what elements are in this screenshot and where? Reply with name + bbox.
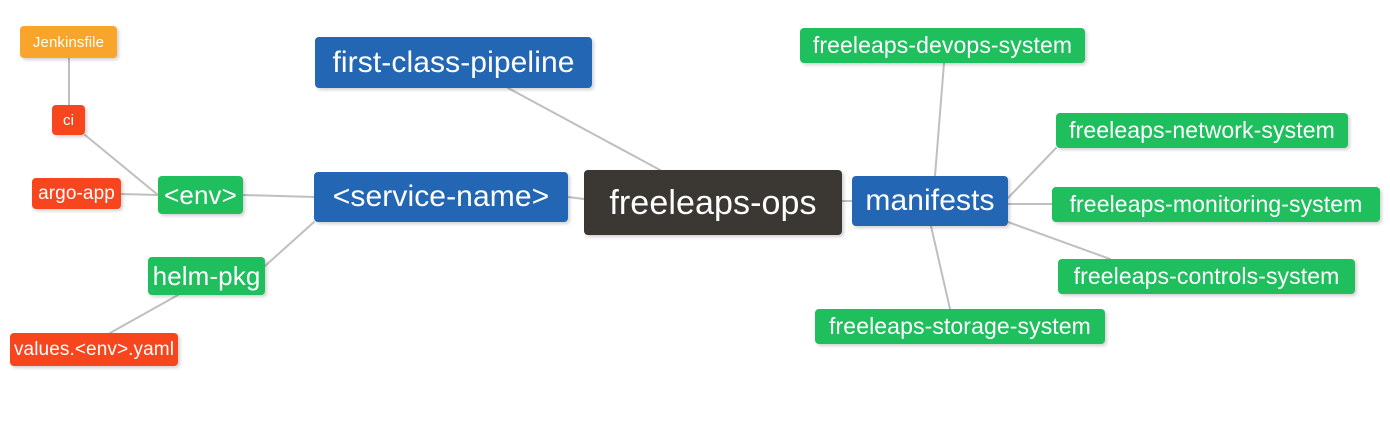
node-label-jenkinsfile: Jenkinsfile bbox=[32, 33, 105, 51]
node-label-argo-app: argo-app bbox=[38, 183, 115, 204]
node-label-env: <env> bbox=[164, 180, 237, 210]
node-label-ci: ci bbox=[62, 111, 75, 129]
edge-manifests-to-freeleaps-controls-system bbox=[1007, 221, 1111, 260]
node-label-freeleaps-network-system: freeleaps-network-system bbox=[1069, 117, 1335, 143]
edge-service-name-to-freeleaps-ops bbox=[567, 196, 585, 200]
node-label-freeleaps-devops-system: freeleaps-devops-system bbox=[812, 32, 1073, 58]
node-label-values-yaml: values.<env>.yaml bbox=[13, 339, 175, 360]
node-manifests[interactable]: manifests bbox=[852, 176, 1008, 226]
node-jenkinsfile[interactable]: Jenkinsfile bbox=[20, 26, 117, 58]
node-values-yaml[interactable]: values.<env>.yaml bbox=[10, 333, 178, 366]
node-label-helm-pkg: helm-pkg bbox=[152, 261, 261, 291]
edge-manifests-to-freeleaps-network-system bbox=[1007, 147, 1057, 199]
node-label-freeleaps-ops: freeleaps-ops bbox=[609, 183, 817, 222]
edge-env-to-service-name bbox=[242, 194, 315, 198]
node-argo-app[interactable]: argo-app bbox=[32, 178, 121, 209]
node-service-name[interactable]: <service-name> bbox=[314, 172, 568, 222]
node-helm-pkg[interactable]: helm-pkg bbox=[148, 257, 265, 295]
edge-argo-app-to-env bbox=[120, 193, 159, 196]
node-freeleaps-controls-system[interactable]: freeleaps-controls-system bbox=[1058, 259, 1355, 294]
node-label-freeleaps-monitoring-system: freeleaps-monitoring-system bbox=[1069, 191, 1363, 217]
edge-manifests-to-freeleaps-storage-system bbox=[930, 225, 951, 310]
node-freeleaps-network-system[interactable]: freeleaps-network-system bbox=[1056, 113, 1348, 148]
edge-first-class-pipeline-to-freeleaps-ops bbox=[507, 87, 661, 171]
node-label-service-name: <service-name> bbox=[332, 180, 550, 213]
edge-service-name-to-helm-pkg bbox=[264, 221, 315, 267]
node-freeleaps-devops-system[interactable]: freeleaps-devops-system bbox=[800, 28, 1085, 63]
node-first-class-pipeline[interactable]: first-class-pipeline bbox=[315, 37, 592, 88]
node-freeleaps-monitoring-system[interactable]: freeleaps-monitoring-system bbox=[1052, 187, 1380, 222]
edge-helm-pkg-to-values-yaml bbox=[109, 294, 179, 334]
node-label-freeleaps-controls-system: freeleaps-controls-system bbox=[1073, 263, 1340, 289]
node-label-manifests: manifests bbox=[865, 184, 995, 217]
node-label-freeleaps-storage-system: freeleaps-storage-system bbox=[829, 313, 1091, 339]
node-env[interactable]: <env> bbox=[158, 176, 243, 214]
node-freeleaps-ops[interactable]: freeleaps-ops bbox=[584, 170, 842, 235]
node-label-first-class-pipeline: first-class-pipeline bbox=[332, 45, 575, 79]
node-ci[interactable]: ci bbox=[52, 105, 85, 135]
node-freeleaps-storage-system[interactable]: freeleaps-storage-system bbox=[815, 309, 1105, 344]
